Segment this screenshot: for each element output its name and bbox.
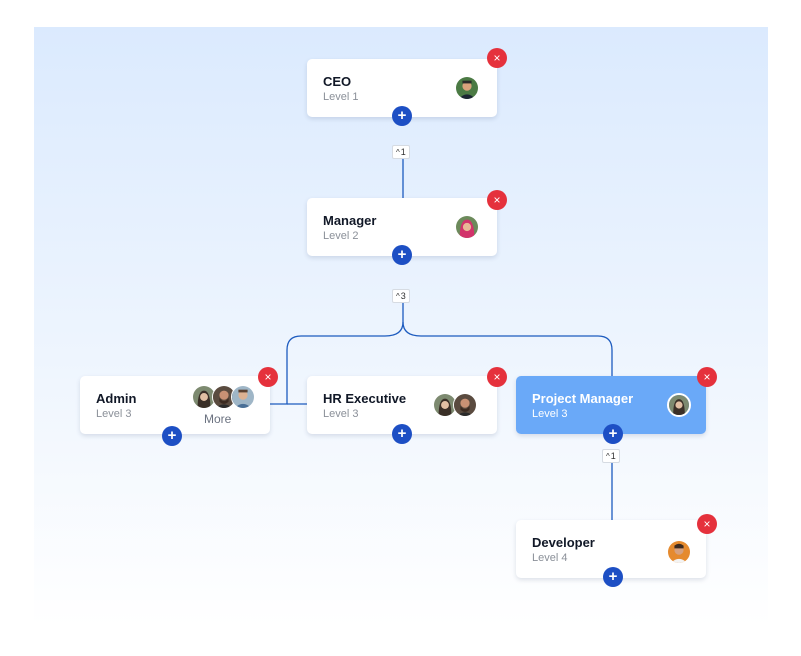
add-child-button-developer[interactable]: + (603, 567, 623, 587)
remove-node-button-developer[interactable]: × (697, 514, 717, 534)
close-icon: × (493, 193, 501, 207)
plus-icon: + (397, 107, 407, 124)
avatar (192, 385, 216, 409)
plus-icon: + (397, 246, 407, 263)
avatar (433, 393, 457, 417)
avatar (667, 540, 691, 564)
add-child-button-admin[interactable]: + (162, 426, 182, 446)
remove-node-button-manager[interactable]: × (487, 190, 507, 210)
plus-icon: + (608, 568, 618, 585)
avatar (455, 215, 479, 239)
add-child-button-manager[interactable]: + (392, 245, 412, 265)
collapse-toggle-ceo[interactable]: ^1 (392, 145, 410, 159)
chevron-up-icon: ^ (396, 292, 400, 301)
close-icon: × (493, 370, 501, 384)
node-level: Level 4 (532, 552, 568, 564)
remove-node-button-project-manager[interactable]: × (697, 367, 717, 387)
add-child-button-hr-executive[interactable]: + (392, 424, 412, 444)
more-assignees-label: More (204, 412, 232, 426)
child-count: 1 (400, 147, 406, 157)
node-title: HR Executive (323, 391, 407, 406)
close-icon: × (703, 517, 711, 531)
node-title: Developer (532, 535, 595, 550)
plus-icon: + (608, 425, 618, 442)
close-icon: × (493, 51, 501, 65)
add-child-button-project-manager[interactable]: + (603, 424, 623, 444)
node-level: Level 1 (323, 91, 359, 103)
node-card-admin[interactable]: Admin Level 3 More (80, 376, 270, 434)
remove-node-button-admin[interactable]: × (258, 367, 278, 387)
remove-node-button-ceo[interactable]: × (487, 48, 507, 68)
plus-icon: + (397, 425, 407, 442)
avatar (231, 385, 255, 409)
node-level: Level 3 (96, 408, 132, 420)
node-level: Level 3 (323, 408, 359, 420)
avatar (212, 385, 236, 409)
close-icon: × (703, 370, 711, 384)
node-level: Level 3 (532, 408, 568, 420)
node-title: Project Manager (532, 391, 634, 406)
node-title: Manager (323, 213, 377, 228)
node-title: CEO (323, 74, 352, 89)
close-icon: × (264, 370, 272, 384)
node-title: Admin (96, 391, 137, 406)
chevron-up-icon: ^ (606, 452, 610, 461)
avatar (667, 393, 691, 417)
child-count: 3 (400, 291, 406, 301)
add-child-button-ceo[interactable]: + (392, 106, 412, 126)
node-level: Level 2 (323, 230, 359, 242)
child-count: 1 (610, 451, 616, 461)
collapse-toggle-project-manager[interactable]: ^1 (602, 449, 620, 463)
avatar (455, 76, 479, 100)
plus-icon: + (167, 427, 177, 444)
chevron-up-icon: ^ (396, 148, 400, 157)
avatar (453, 393, 477, 417)
collapse-toggle-manager[interactable]: ^3 (392, 289, 410, 303)
remove-node-button-hr-executive[interactable]: × (487, 367, 507, 387)
